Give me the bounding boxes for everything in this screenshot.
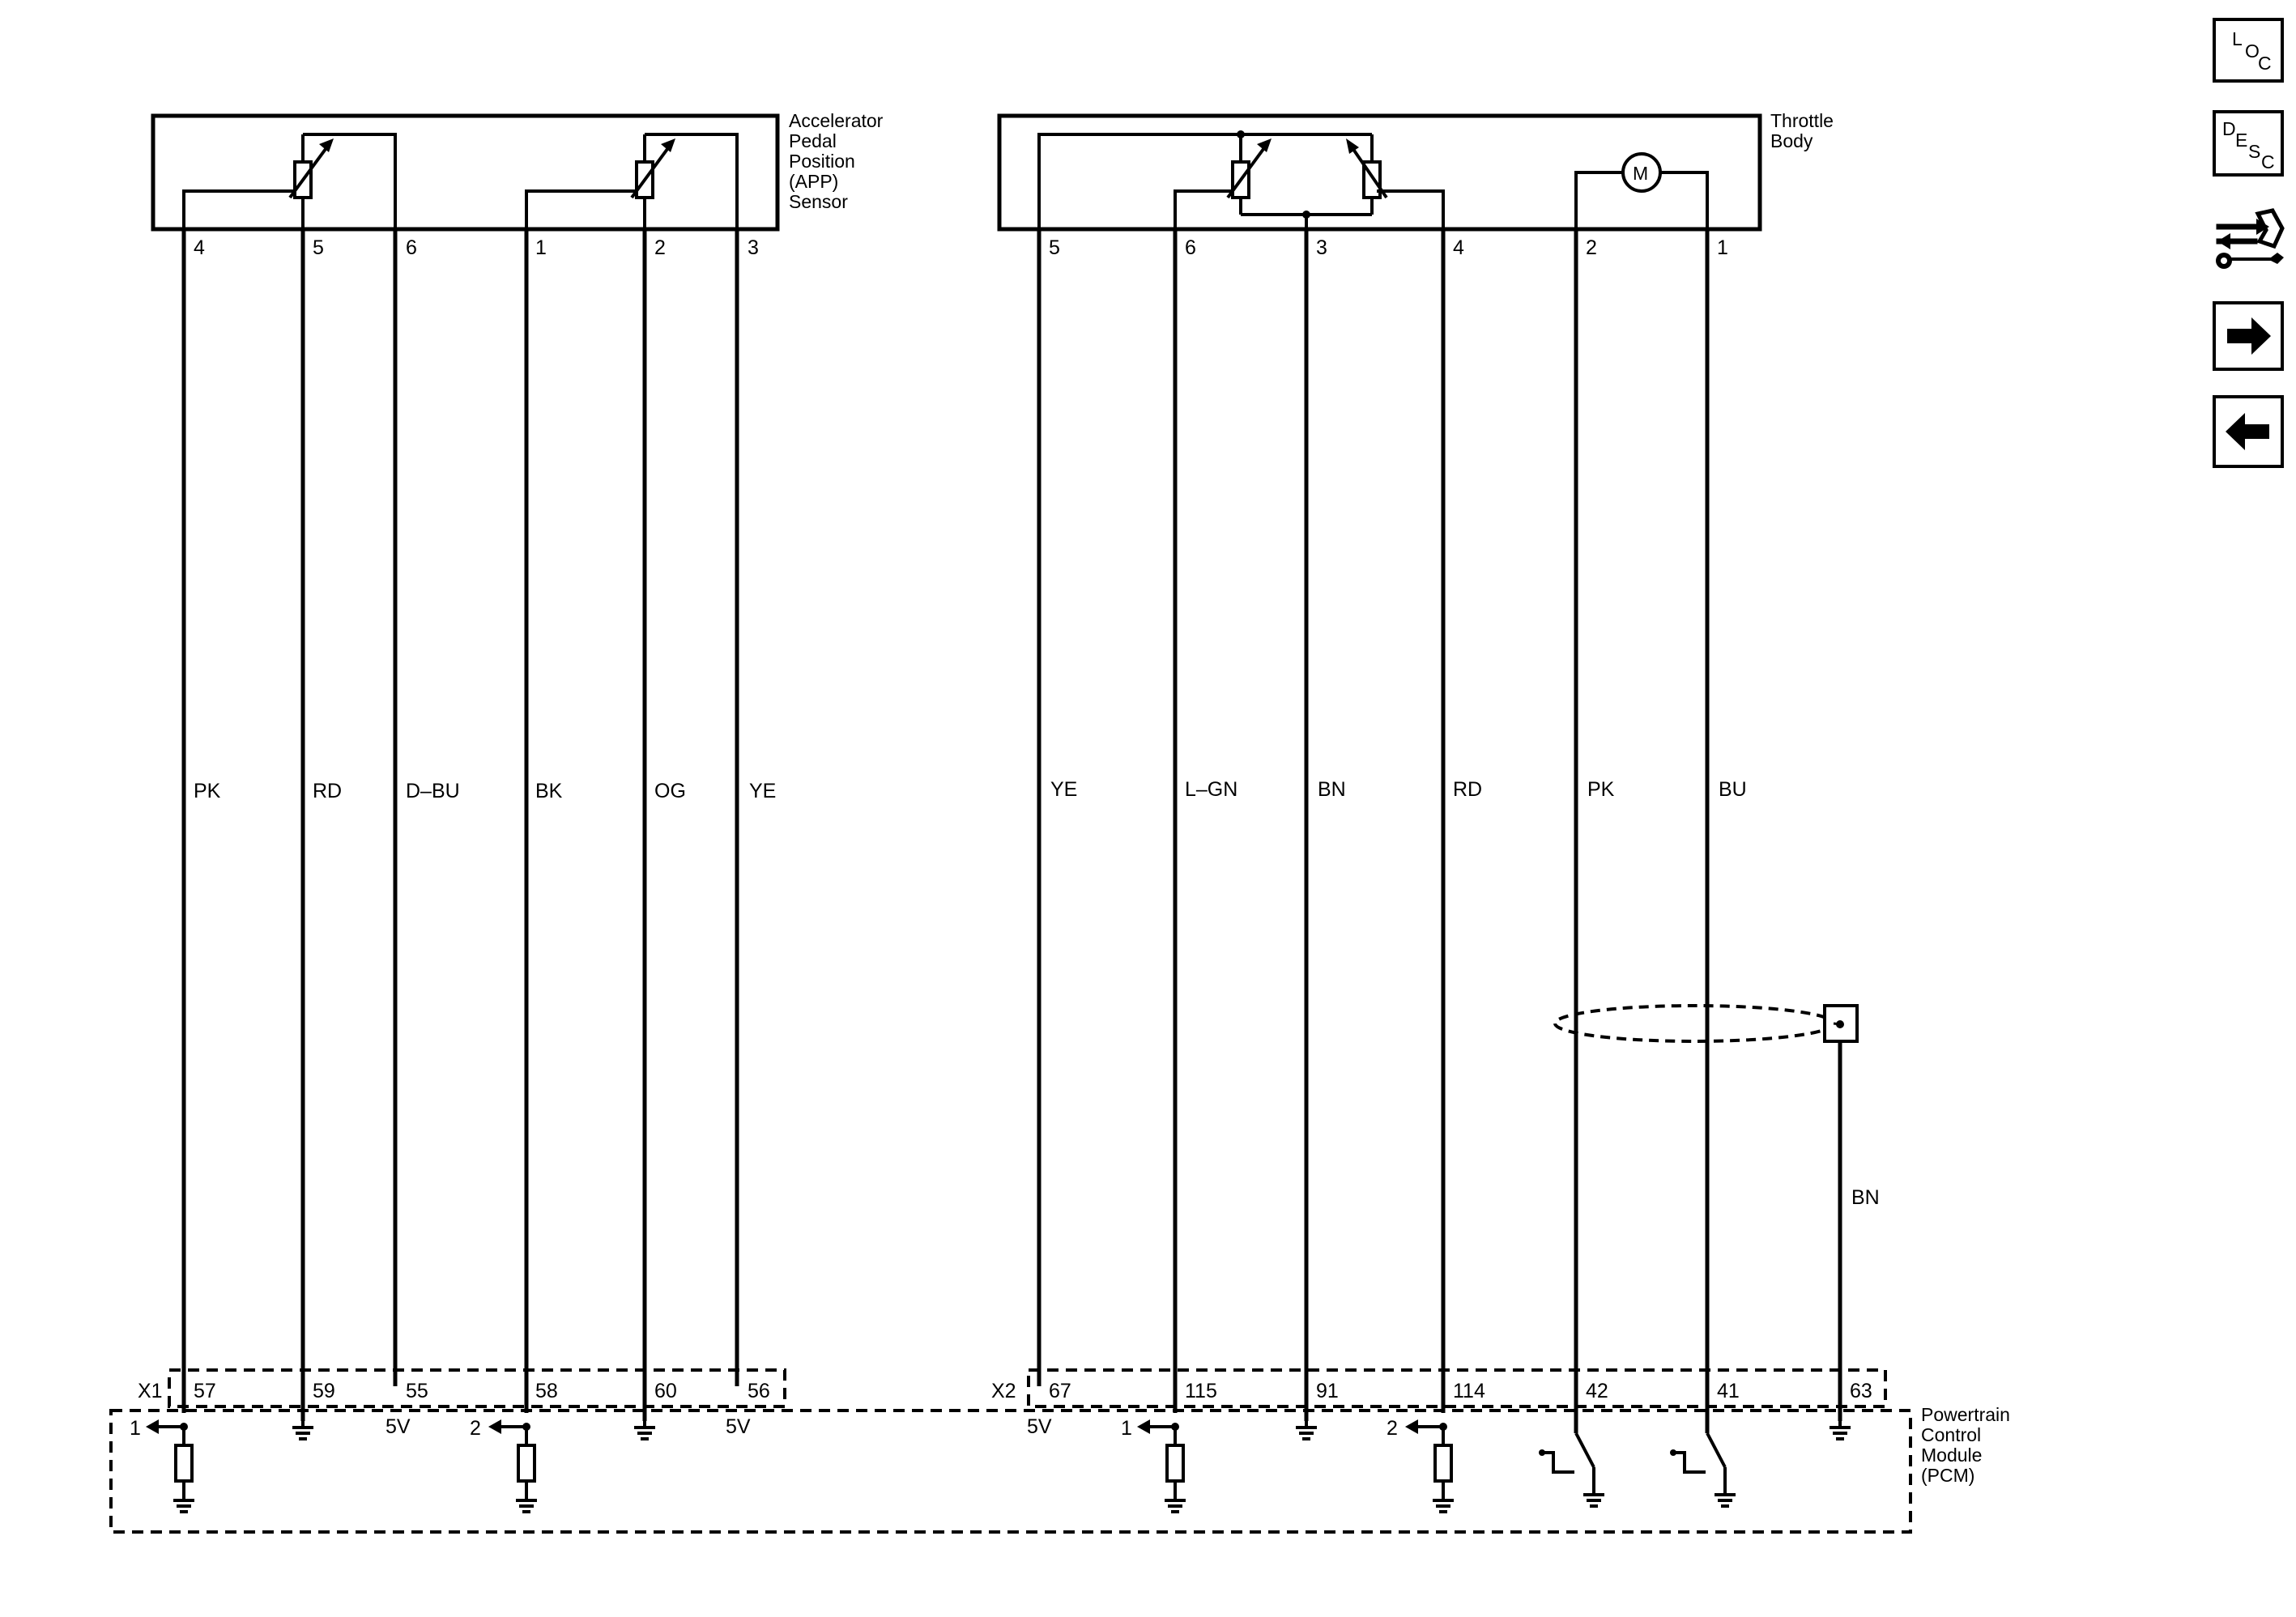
pcm-dots: [146, 1419, 1676, 1456]
svg-text:Accelerator: Accelerator: [789, 110, 884, 131]
throttle-body-internals: [1037, 133, 1709, 229]
connector-x1-labels: X1 57 59 55 58 60 56: [138, 1380, 770, 1402]
svg-text:3: 3: [1316, 236, 1327, 259]
svg-text:56: 56: [748, 1380, 770, 1402]
svg-text:X1: X1: [138, 1380, 163, 1402]
app-sensor-arrowheads: [319, 138, 675, 152]
arrow-right-icon: [2227, 317, 2271, 355]
app-sensor-housing: [151, 113, 780, 232]
svg-text:(APP): (APP): [789, 171, 838, 192]
throttle-body-housing: [997, 113, 1762, 232]
throttle-wire-colors: YE L–GN BN RD PK BU BN: [1050, 778, 1880, 1209]
pcm-internals: [154, 1425, 1727, 1494]
svg-text:Module: Module: [1921, 1445, 1982, 1466]
svg-text:5V: 5V: [386, 1415, 411, 1438]
svg-text:2: 2: [1586, 236, 1597, 259]
connectors: [109, 1368, 1912, 1534]
svg-text:6: 6: [1185, 236, 1196, 259]
motor-label: M: [1633, 163, 1648, 184]
svg-text:RD: RD: [313, 780, 342, 802]
shield-wire-color: BN: [1851, 1186, 1880, 1209]
ground-symbols: [172, 1419, 1852, 1513]
svg-text:91: 91: [1316, 1380, 1339, 1402]
svg-text:RD: RD: [1453, 778, 1482, 801]
svg-text:6: 6: [406, 236, 417, 259]
svg-text:Control: Control: [1921, 1424, 1981, 1445]
svg-text:63: 63: [1850, 1380, 1872, 1402]
svg-text:67: 67: [1049, 1380, 1071, 1402]
loc-button[interactable]: L O C: [2213, 18, 2284, 83]
svg-text:C: C: [2258, 53, 2272, 74]
svg-text:42: 42: [1586, 1380, 1608, 1402]
shield: [1553, 1004, 1859, 1043]
svg-text:Position: Position: [789, 151, 855, 172]
app-sensor-internals: [182, 133, 739, 229]
svg-text:BU: BU: [1719, 778, 1747, 801]
swap-wrench-icon[interactable]: [2209, 204, 2287, 282]
pcm-labels: 5V 5V 5V 1 2 1 2 Powertrain Control Modu…: [130, 1404, 2010, 1486]
svg-text:Sensor: Sensor: [789, 191, 848, 212]
app-sensor-label: Accelerator Pedal Position (APP) Sensor: [789, 110, 884, 212]
svg-text:57: 57: [194, 1380, 216, 1402]
svg-text:Powertrain: Powertrain: [1921, 1404, 2010, 1425]
svg-text:1: 1: [1717, 236, 1728, 259]
wires: [181, 229, 1842, 1433]
svg-text:5: 5: [1049, 236, 1060, 259]
svg-text:58: 58: [535, 1380, 558, 1402]
svg-text:5V: 5V: [1027, 1415, 1052, 1438]
svg-text:E: E: [2235, 130, 2247, 151]
svg-text:YE: YE: [749, 780, 776, 802]
arrow-left-icon: [2226, 413, 2269, 450]
svg-text:L–GN: L–GN: [1185, 778, 1237, 801]
arrow-right-button[interactable]: [2213, 301, 2284, 371]
svg-text:4: 4: [194, 236, 205, 259]
throttle-body-pins: 5 6 3 4 2 1: [1049, 236, 1728, 259]
svg-text:59: 59: [313, 1380, 335, 1402]
svg-text:O: O: [2245, 40, 2260, 62]
svg-text:114: 114: [1453, 1380, 1485, 1402]
svg-text:1: 1: [130, 1417, 141, 1440]
svg-text:PK: PK: [194, 780, 221, 802]
svg-text:60: 60: [654, 1380, 677, 1402]
throttle-body-label: Throttle Body M: [1633, 110, 1834, 184]
svg-text:3: 3: [748, 236, 759, 259]
svg-text:S: S: [2248, 141, 2260, 162]
svg-text:115: 115: [1185, 1380, 1217, 1402]
throttle-body-dots: [1237, 130, 1359, 219]
svg-text:BK: BK: [535, 780, 563, 802]
connector-x2-labels: X2 67 115 91 114 42 41 63: [991, 1380, 1872, 1402]
svg-text:Throttle: Throttle: [1770, 110, 1834, 131]
svg-text:Pedal: Pedal: [789, 130, 837, 151]
svg-text:L: L: [2232, 28, 2243, 49]
svg-text:Body: Body: [1770, 130, 1813, 151]
svg-text:5: 5: [313, 236, 324, 259]
svg-text:OG: OG: [654, 780, 686, 802]
svg-text:PK: PK: [1587, 778, 1615, 801]
svg-text:YE: YE: [1050, 778, 1077, 801]
svg-text:D: D: [2222, 118, 2236, 139]
svg-text:4: 4: [1453, 236, 1464, 259]
svg-text:(PCM): (PCM): [1921, 1465, 1974, 1486]
svg-text:2: 2: [654, 236, 666, 259]
app-sensor-pins: 4 5 6 1 2 3: [194, 236, 759, 259]
svg-text:5V: 5V: [726, 1415, 751, 1438]
svg-text:BN: BN: [1318, 778, 1346, 801]
svg-text:2: 2: [1387, 1417, 1398, 1440]
svg-text:C: C: [2261, 151, 2275, 172]
svg-text:1: 1: [1121, 1417, 1132, 1440]
svg-text:1: 1: [535, 236, 547, 259]
desc-button[interactable]: D E S C: [2213, 110, 2284, 177]
svg-text:X2: X2: [991, 1380, 1016, 1402]
svg-text:55: 55: [406, 1380, 428, 1402]
svg-text:41: 41: [1717, 1380, 1740, 1402]
app-wire-colors: PK RD D–BU BK OG YE: [194, 780, 776, 802]
arrow-left-button[interactable]: [2213, 395, 2284, 468]
svg-text:D–BU: D–BU: [406, 780, 460, 802]
svg-text:2: 2: [470, 1417, 481, 1440]
